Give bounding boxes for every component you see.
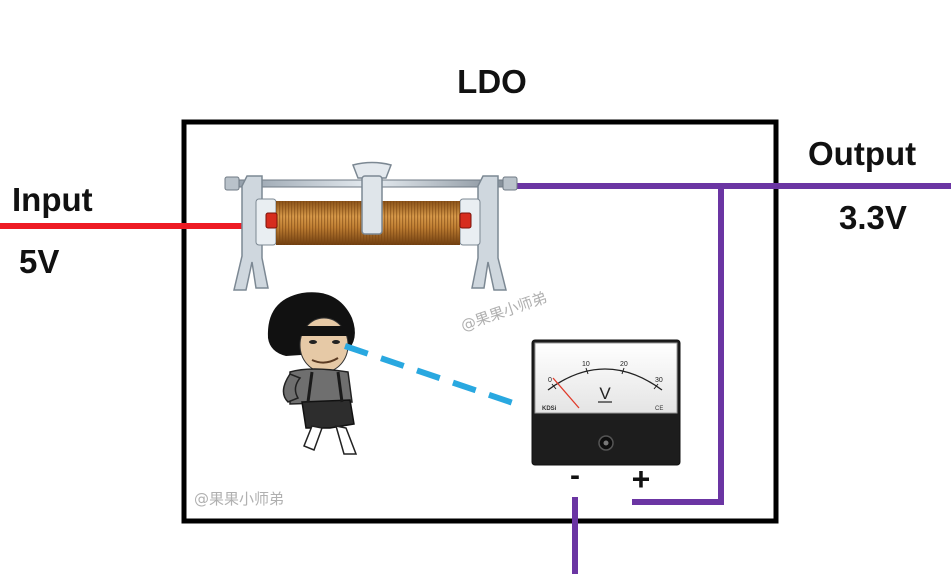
diagram-title: LDO [457, 63, 527, 100]
meter-scale-0: 0 [548, 377, 552, 384]
meter-scale-30: 30 [655, 377, 663, 384]
meter-brand: KDSi [542, 406, 557, 412]
voltmeter-icon: 0 10 20 30 V KDSi CE [531, 339, 681, 466]
rheostat-icon [224, 161, 518, 291]
meter-scale-10: 10 [582, 361, 590, 368]
meter-unit: V [599, 384, 611, 403]
gaze-line [344, 343, 517, 407]
input-voltage: 5V [19, 243, 59, 280]
watermark-bottom: @果果小师弟 [194, 490, 284, 508]
meter-scale-20: 20 [620, 361, 628, 368]
ldo-box [181, 119, 779, 524]
terminal-minus: - [570, 459, 580, 492]
watermark-center: @果果小师弟 [458, 288, 549, 334]
meme-character-icon [267, 292, 358, 455]
terminal-plus: + [632, 461, 651, 497]
meter-needle [552, 377, 580, 409]
output-label: Output [808, 135, 916, 172]
meter-marks: CE [655, 406, 663, 412]
input-label: Input [12, 181, 93, 218]
output-wire [510, 183, 951, 505]
output-voltage: 3.3V [839, 199, 907, 236]
